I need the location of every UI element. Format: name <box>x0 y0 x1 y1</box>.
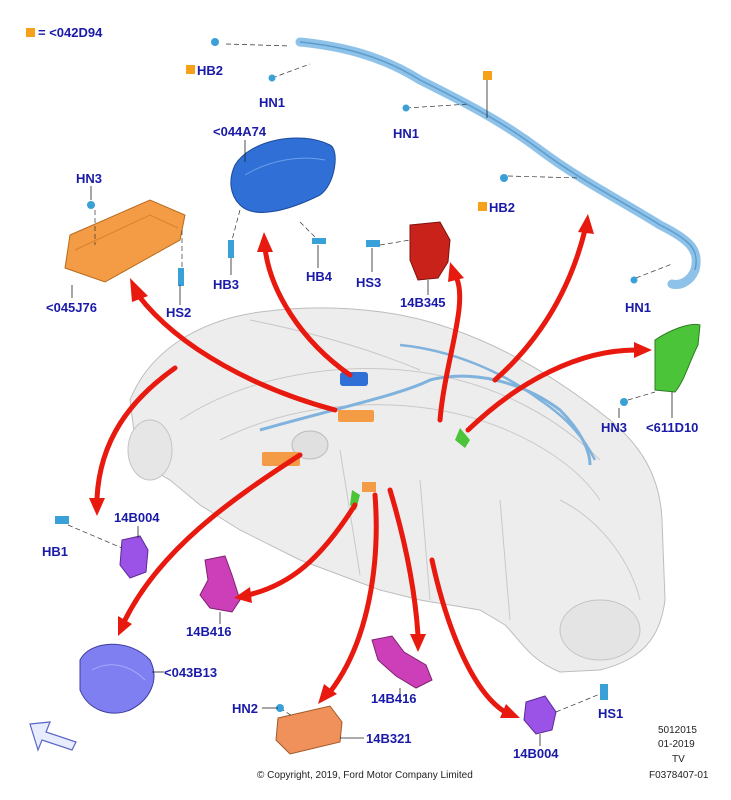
label-hs1: HS1 <box>598 706 623 721</box>
legend-marker-icon <box>478 202 487 211</box>
legend-swatch <box>26 28 35 37</box>
label-044a74: <044A74 <box>213 124 267 139</box>
knee-airbag-on-body <box>338 410 374 422</box>
doc-code-2: 01-2019 <box>658 739 695 750</box>
legend: = <042D94 <box>26 25 492 211</box>
orientation-arrow-icon <box>29 721 77 752</box>
bolt-icon <box>228 240 234 258</box>
vehicle-body <box>127 307 666 673</box>
bolt-icon <box>600 684 608 700</box>
bolt-icon <box>268 74 276 82</box>
bracket-611d10 <box>627 323 701 401</box>
label-14b416-left: 14B416 <box>186 624 232 639</box>
curtain-airbag <box>225 37 701 289</box>
leader-lines <box>71 80 673 746</box>
copyright-text: © Copyright, 2019, Ford Motor Company Li… <box>257 770 473 781</box>
footer: © Copyright, 2019, Ford Motor Company Li… <box>257 725 709 781</box>
bolt-icon <box>276 704 284 712</box>
passenger-airbag-044a74 <box>230 137 336 241</box>
bolt-icon <box>366 240 380 247</box>
sensor-14b416-left <box>199 555 241 613</box>
bolt-icon <box>312 238 326 244</box>
knee-airbag-045j76 <box>64 199 186 283</box>
label-hn1-b: HN1 <box>393 126 419 141</box>
bolt-icon <box>178 268 184 286</box>
label-hn3-right: HN3 <box>601 420 627 435</box>
legend-marker-icon <box>186 65 195 74</box>
bolt-icon <box>211 38 219 46</box>
bolt-icon <box>620 398 628 406</box>
sensor-14b416-mid <box>371 635 433 689</box>
label-hn2: HN2 <box>232 701 258 716</box>
label-14b345: 14B345 <box>400 295 446 310</box>
bolt-icon <box>500 174 508 182</box>
label-045j76: <045J76 <box>46 300 97 315</box>
sensor-14b004-left <box>67 524 149 579</box>
doc-code-1: 5012015 <box>658 725 697 736</box>
label-hb4: HB4 <box>306 269 333 284</box>
side-module-14b345 <box>379 221 451 281</box>
label-14b004-left: 14B004 <box>114 510 160 525</box>
label-hb1: HB1 <box>42 544 68 559</box>
part-labels: HB2 HN1 HN1 HB2 HN1 <044A74 HN3 <045J76 … <box>42 63 698 761</box>
passenger-airbag-on-body <box>340 372 368 386</box>
label-hs2: HS2 <box>166 305 191 320</box>
bolt-icon <box>55 516 69 524</box>
label-043b13: <043B13 <box>164 665 217 680</box>
sensor-14b004-right <box>523 693 601 735</box>
bolt-icon <box>87 201 95 209</box>
label-14b321: 14B321 <box>366 731 412 746</box>
bolt-icon <box>402 104 410 112</box>
legend-text: = <042D94 <box>38 25 103 40</box>
label-hs3: HS3 <box>356 275 381 290</box>
green-bracket-on-body <box>455 428 470 448</box>
doc-code-4: F0378407-01 <box>649 770 709 781</box>
label-hb3: HB3 <box>213 277 239 292</box>
label-hb2-top: HB2 <box>197 63 223 78</box>
label-hn1-c: HN1 <box>625 300 651 315</box>
label-hn1-a: HN1 <box>259 95 285 110</box>
doc-code-3: TV <box>672 754 685 765</box>
label-14b004-right: 14B004 <box>513 746 559 761</box>
driver-airbag-043b13 <box>79 643 155 714</box>
label-14b416-mid: 14B416 <box>371 691 417 706</box>
bolt-icon <box>630 276 638 284</box>
label-hb2-mid: HB2 <box>489 200 515 215</box>
orange-part-on-body <box>362 482 376 492</box>
fasteners <box>55 38 638 712</box>
label-hn3-top: HN3 <box>76 171 102 186</box>
label-611d10: <611D10 <box>646 420 698 435</box>
control-module-14b321 <box>275 705 343 755</box>
pointer-arrows <box>89 214 652 718</box>
legend-marker-icon <box>483 71 492 80</box>
